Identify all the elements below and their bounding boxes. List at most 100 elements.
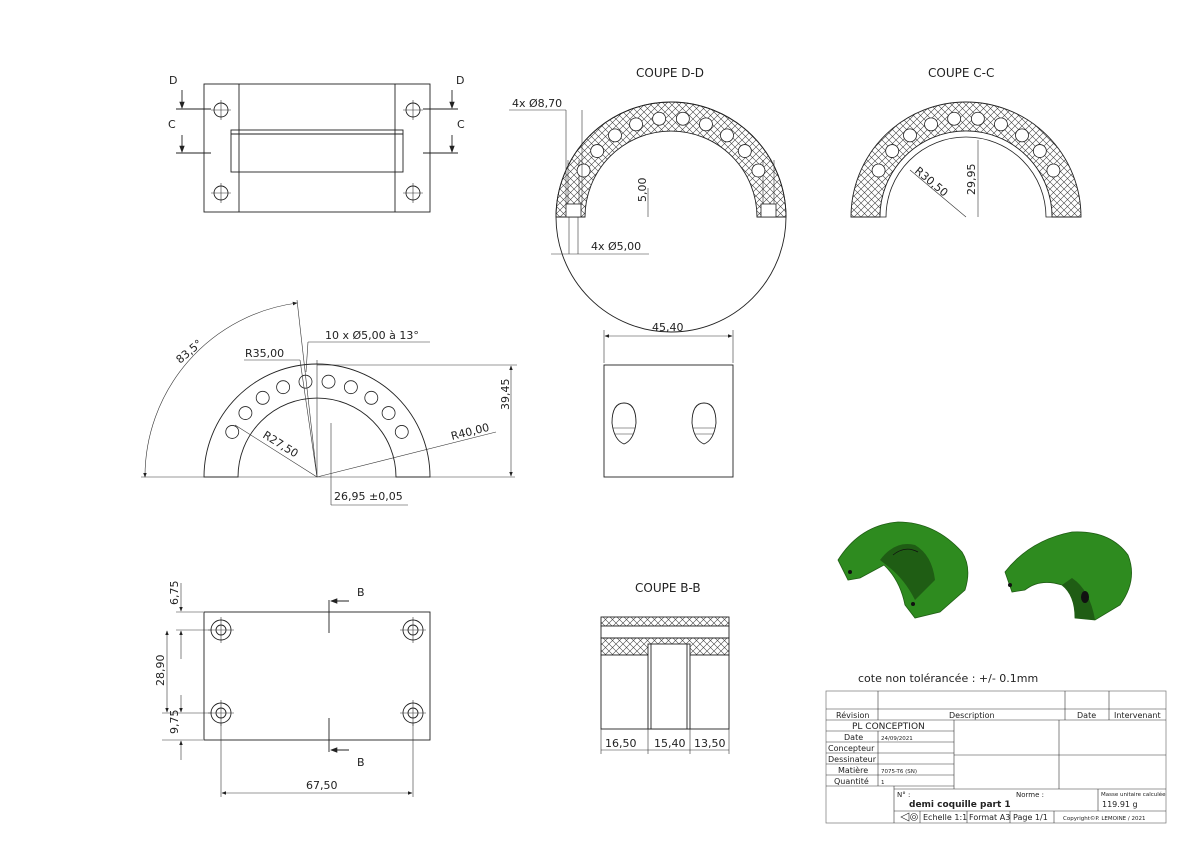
ring-hole xyxy=(364,390,379,405)
ring-hole xyxy=(394,425,409,439)
hole-ring xyxy=(576,111,766,178)
section-label-d: D xyxy=(169,74,177,87)
iso-view-right xyxy=(1004,531,1132,621)
mass-label: Masse unitaire calculée xyxy=(1101,791,1166,798)
bolt-hole xyxy=(211,100,231,120)
dim-low: 9,75 xyxy=(168,710,181,735)
ring-hole xyxy=(629,117,643,132)
row-value-quantite: 1 xyxy=(881,780,885,786)
dim-width: 67,50 xyxy=(306,779,338,792)
dim-c: 13,50 xyxy=(694,737,726,750)
ring-hole xyxy=(1015,128,1029,143)
section-label-d: D xyxy=(456,74,464,87)
tolerance-note: cote non tolérancée : +/- 0.1mm xyxy=(858,672,1038,685)
section-label-c: C xyxy=(457,118,465,131)
section-dd-title: COUPE D-D xyxy=(636,66,704,80)
ring-hole xyxy=(970,111,985,126)
col-description: Description xyxy=(949,711,995,720)
dim-mid: 28,90 xyxy=(154,655,167,687)
dim-r27: R27,50 xyxy=(260,429,300,461)
col-revision: Révision xyxy=(836,710,869,720)
ring-hole xyxy=(576,163,591,178)
dim-top: 6,75 xyxy=(168,581,181,606)
dim-height: 29,95 xyxy=(965,164,978,196)
front-view: D C D C xyxy=(168,74,465,213)
ring-hole xyxy=(343,380,358,395)
section-cc: COUPE C-C R30,50 29,95 xyxy=(850,66,1082,218)
slot-hole xyxy=(611,402,637,445)
slot-hole xyxy=(691,402,717,445)
ring-hole xyxy=(737,144,752,158)
counterbore-hole xyxy=(400,617,426,643)
ring-hole xyxy=(590,144,605,158)
page: Page 1/1 xyxy=(1013,813,1048,822)
section-label-b: B xyxy=(357,586,365,599)
arc-view: 83,5° R35,00 10 x Ø5,00 à 13° R27,50 R40… xyxy=(141,299,517,506)
hole-ring xyxy=(871,111,1061,178)
no-label: N° : xyxy=(897,791,910,799)
ring-hole xyxy=(225,425,240,439)
bolt-hole xyxy=(403,100,423,120)
bolt-hole xyxy=(403,183,423,203)
row-label-quantite: Quantité xyxy=(834,776,869,786)
title-block: Révision Description Date Intervenant PL… xyxy=(825,690,1167,824)
ring-hole xyxy=(675,111,690,126)
ring-hole xyxy=(255,390,270,405)
ring-hole xyxy=(1032,144,1047,158)
company-name: PL CONCEPTION xyxy=(852,722,925,732)
row-label-matiere: Matière xyxy=(838,765,868,775)
ring-hole xyxy=(947,111,962,126)
ring-hole xyxy=(276,380,291,395)
mass-value: 119.91 g xyxy=(1102,800,1138,809)
copyright: Copyright©P. LEMOINE / 2021 xyxy=(1063,815,1146,822)
ring-hole xyxy=(871,163,886,178)
bottom-view: B B 6,75 28,90 9,75 67,50 xyxy=(154,581,431,797)
dim-width: 45,40 xyxy=(652,321,684,334)
row-label-date: Date xyxy=(844,733,863,742)
dim-holes-bottom: 4x Ø5,00 xyxy=(591,240,641,253)
ring-hole xyxy=(381,406,396,420)
ring-hole xyxy=(699,117,713,132)
dim-r35: R35,00 xyxy=(245,347,284,360)
part-name: demi coquille part 1 xyxy=(909,800,1011,810)
side-view: 45,40 xyxy=(603,321,734,478)
dim-r40: R40,00 xyxy=(450,421,491,443)
col-date: Date xyxy=(1077,711,1096,720)
ring-hole xyxy=(608,128,622,143)
section-bb-title: COUPE B-B xyxy=(635,581,701,595)
dim-depth: 5,00 xyxy=(636,178,649,203)
ring-hole xyxy=(321,374,336,389)
format: Format A3 xyxy=(969,813,1010,822)
iso-view-left xyxy=(837,521,969,619)
ring-hole xyxy=(924,117,938,132)
ring-hole xyxy=(994,117,1008,132)
section-label-b: B xyxy=(357,756,365,769)
dim-offset: 26,95 ±0,05 xyxy=(334,490,403,503)
dim-holes: 10 x Ø5,00 à 13° xyxy=(325,329,419,342)
ring-hole xyxy=(903,128,917,143)
ring-hole xyxy=(238,406,253,420)
bolt-hole xyxy=(211,183,231,203)
dim-radius: R30,50 xyxy=(912,164,950,199)
ring-hole xyxy=(1046,163,1061,178)
ring-hole xyxy=(652,111,667,126)
dim-holes-top: 4x Ø8,70 xyxy=(512,97,562,110)
ring-hole xyxy=(885,144,900,158)
dim-a: 16,50 xyxy=(605,737,637,750)
section-dd: COUPE D-D 4x Ø8,70 5,00 4x Ø5,00 xyxy=(509,66,787,333)
projection-symbol-icon xyxy=(900,812,918,822)
dim-angle: 83,5° xyxy=(174,337,205,366)
row-value-date: 24/09/2021 xyxy=(881,736,913,742)
dim-height: 39,45 xyxy=(499,379,512,411)
section-label-c: C xyxy=(168,118,176,131)
ring-hole xyxy=(720,128,734,143)
row-label-dessinateur: Dessinateur xyxy=(828,755,877,764)
section-bb: COUPE B-B 16,50 15,40 13,50 xyxy=(600,581,730,754)
ring-hole xyxy=(751,163,766,178)
scale: Echelle 1:1 xyxy=(923,813,967,822)
section-cc-title: COUPE C-C xyxy=(928,66,994,80)
row-label-concepteur: Concepteur xyxy=(828,744,875,753)
dim-b: 15,40 xyxy=(654,737,686,750)
norme-label: Norme : xyxy=(1016,791,1044,799)
